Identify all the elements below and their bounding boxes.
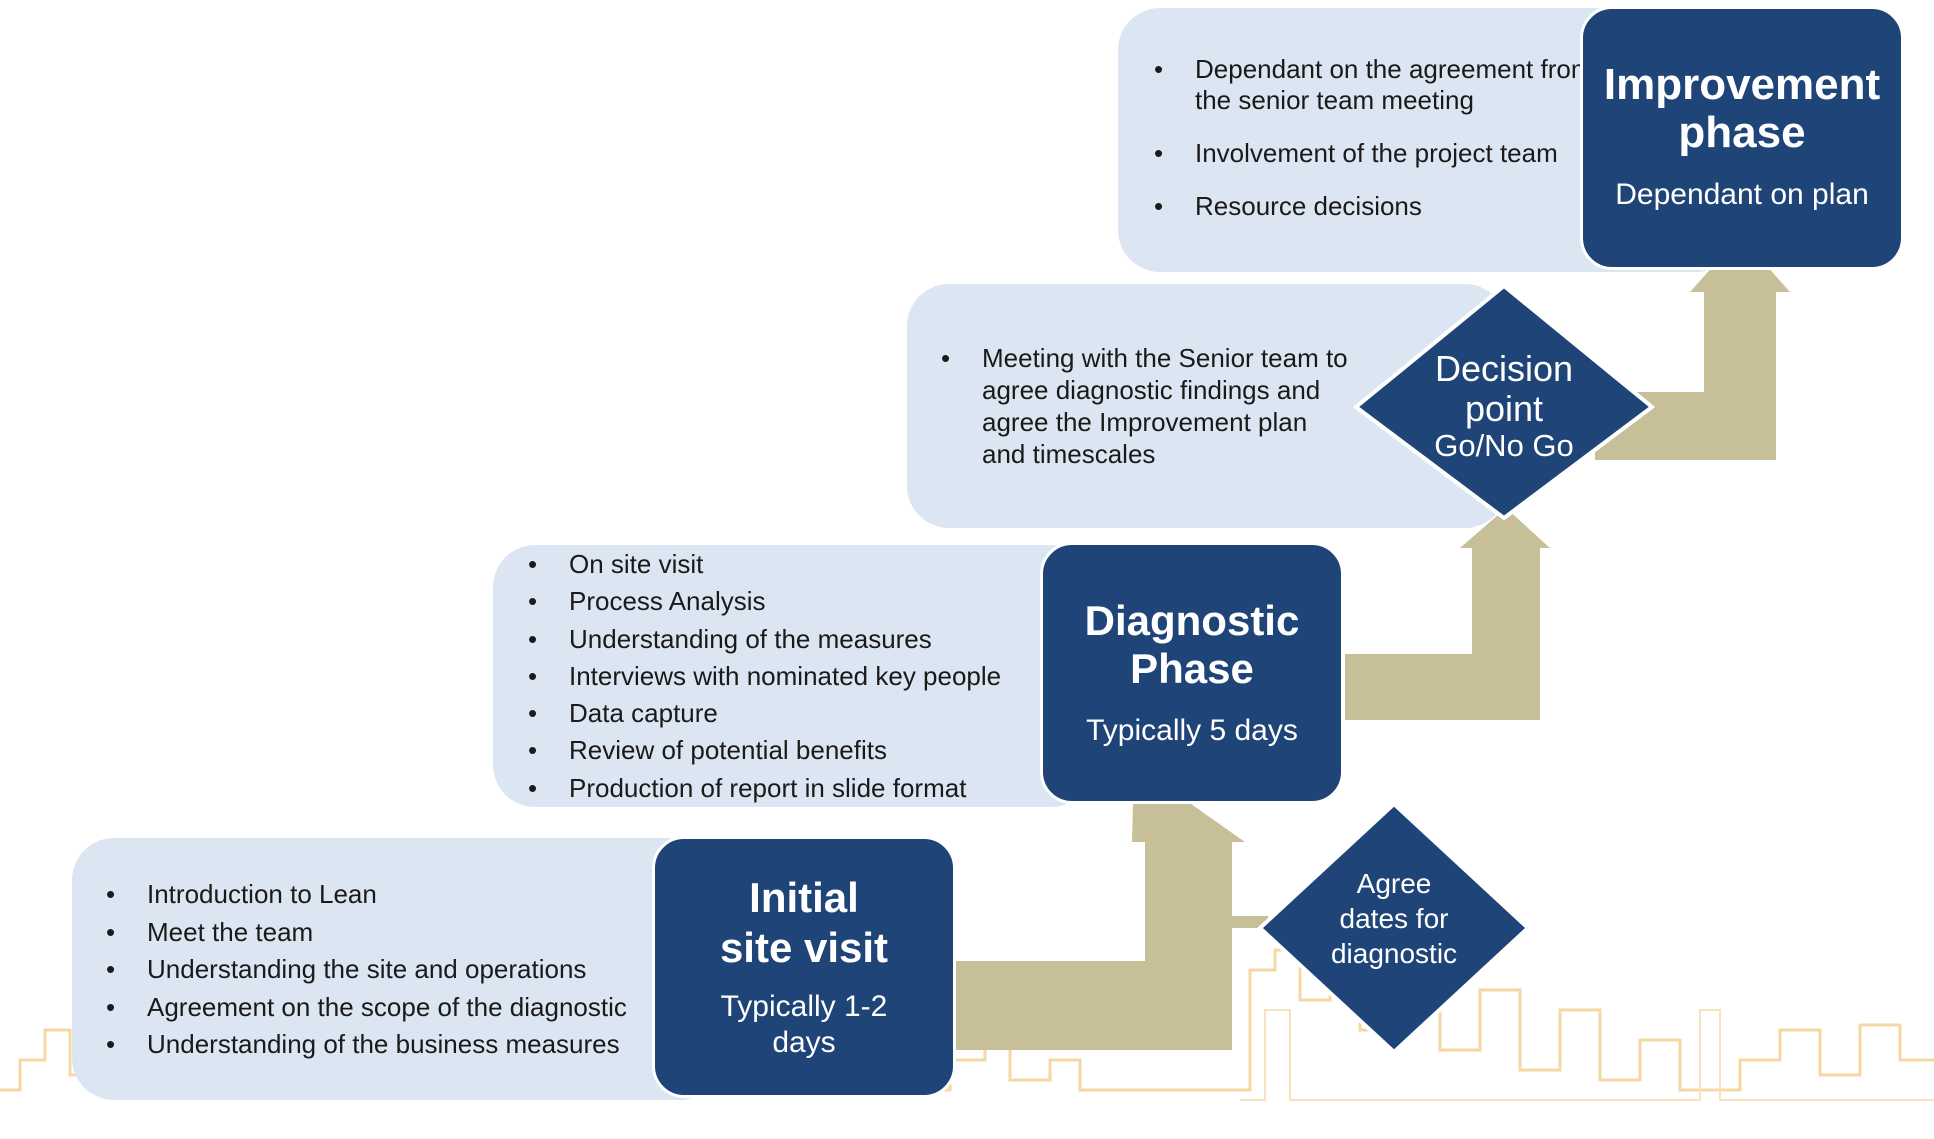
agree-dates-line3: diagnostic — [1330, 938, 1458, 969]
initial-site-visit-duration-line1: Typically 1-2 — [720, 990, 888, 1023]
improvement-phase-box: Improvement phase Dependant on plan — [1580, 6, 1904, 270]
stage1-bullet: Introduction to Lean — [106, 876, 666, 914]
decision-point-line3: Go/No Go — [1434, 428, 1574, 463]
arrow-stage1-to-stage2 — [955, 768, 1245, 1050]
initial-site-visit-duration: Typically 1-2 days — [655, 989, 953, 1061]
agree-dates-diamond — [1257, 801, 1531, 1055]
stage2-bullet: Review of potential benefits — [528, 732, 1048, 770]
stage2-bullet: Interviews with nominated key people — [528, 658, 1048, 696]
stage2-bullet-list: On site visit Process Analysis Understan… — [528, 546, 1048, 807]
stage4-bullet: Involvement of the project team — [1154, 138, 1594, 169]
diagnostic-phase-duration: Typically 5 days — [1086, 714, 1298, 747]
diagnostic-phase-title-line1: Diagnostic — [1084, 597, 1300, 644]
stage2-bullet: Production of report in slide format — [528, 770, 1048, 808]
agree-dates-line1: Agree — [1356, 868, 1432, 899]
stage1-bullet: Meet the team — [106, 914, 666, 952]
stage3-bullet-list: Meeting with the Senior team to agree di… — [941, 342, 1351, 470]
decision-point-line1: Decision — [1434, 348, 1574, 389]
stage1-bullet: Understanding of the business measures — [106, 1026, 666, 1064]
stage1-bullet-list: Introduction to Lean Meet the team Under… — [106, 876, 666, 1064]
stage4-bullet: Dependant on the agreement from the seni… — [1154, 54, 1594, 116]
stage1-bullet: Agreement on the scope of the diagnostic — [106, 989, 666, 1027]
diagnostic-phase-title: Diagnostic Phase — [1043, 597, 1341, 693]
stage3-bullet: Meeting with the Senior team to agree di… — [941, 342, 1351, 470]
stage1-bullet: Understanding the site and operations — [106, 951, 666, 989]
improvement-phase-title-line1: Improvement — [1603, 60, 1881, 109]
decision-point-label: Decision point Go/No Go — [1404, 348, 1604, 464]
diagnostic-phase-title-line2: Phase — [1130, 645, 1254, 692]
stage2-bullet: Process Analysis — [528, 583, 1048, 621]
stage4-bullet: Resource decisions — [1154, 191, 1594, 222]
decision-point-line2: point — [1464, 388, 1544, 429]
stage2-bullet: Data capture — [528, 695, 1048, 733]
stage2-bullet: Understanding of the measures — [528, 621, 1048, 659]
initial-site-visit-title-line2: site visit — [719, 924, 889, 971]
improvement-phase-title: Improvement phase — [1583, 61, 1901, 157]
initial-site-visit-duration-line2: days — [772, 1026, 836, 1059]
stage2-bullet: On site visit — [528, 546, 1048, 584]
initial-site-visit-title-line1: Initial — [749, 874, 859, 921]
diagnostic-phase-box: Diagnostic Phase Typically 5 days — [1040, 542, 1344, 804]
initial-site-visit-title: Initial site visit — [655, 873, 953, 973]
agree-dates-label: Agree dates for diagnostic — [1304, 866, 1484, 971]
initial-site-visit-box: Initial site visit Typically 1-2 days — [652, 836, 956, 1098]
improvement-phase-duration: Dependant on plan — [1615, 178, 1869, 211]
improvement-phase-title-line2: phase — [1678, 108, 1806, 157]
arrow-stage2-to-stage3 — [1345, 508, 1550, 720]
stage4-bullet-list: Dependant on the agreement from the seni… — [1154, 54, 1594, 222]
agree-dates-line2: dates for — [1339, 903, 1449, 934]
decision-point-diamond — [1352, 283, 1656, 521]
